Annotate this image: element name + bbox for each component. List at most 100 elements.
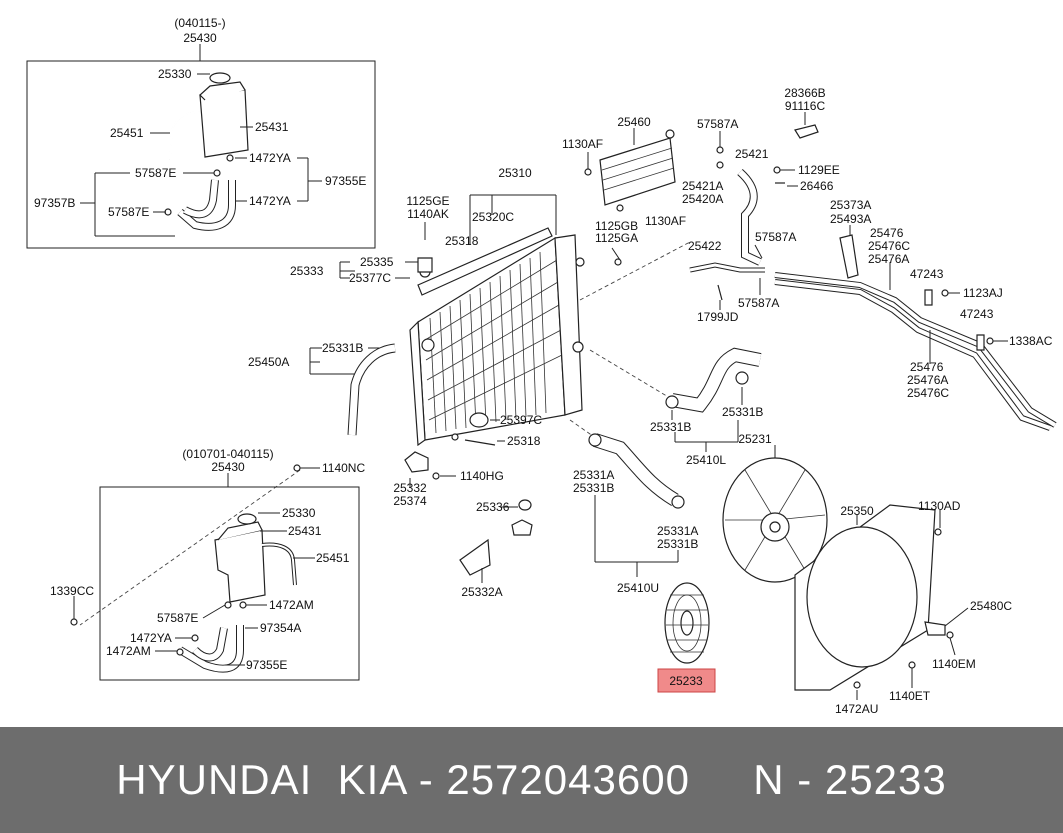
- label-top-25431: 25431: [255, 120, 289, 134]
- label-1125ge: 1125GE: [406, 194, 449, 208]
- label-bottom-25330: 25330: [282, 506, 316, 520]
- label-1125ga: 1125GA: [595, 231, 638, 245]
- label-25310: 25310: [498, 166, 532, 180]
- label-25420a: 25420A: [682, 192, 723, 206]
- parts-diagram: (040115-) 25430 25330 25451 25431 57587E…: [26, 16, 1057, 716]
- label-57587a-a: 57587A: [697, 117, 738, 131]
- label-47243-b: 47243: [960, 307, 994, 321]
- radiator-left-tank: [409, 320, 426, 447]
- reservoir-cap-top: [209, 72, 231, 84]
- label-97354a: 97354A: [260, 621, 301, 635]
- label-1140ak: 1140AK: [407, 207, 449, 221]
- label-25331a-b: 25331A: [657, 524, 698, 538]
- label-25373a: 25373A: [830, 198, 871, 212]
- label-bottom-97355e: 97355E: [246, 658, 287, 672]
- label-25331b-d: 25331B: [657, 537, 698, 551]
- label-1799jd: 1799JD: [697, 310, 739, 324]
- label-25476a: 25476A: [868, 252, 909, 266]
- label-25421: 25421: [735, 147, 769, 161]
- footer-banner: HYUNDAI KIA - 2572043600 N - 25233: [0, 727, 1063, 833]
- label-25480c: 25480C: [970, 599, 1012, 613]
- label-1472am-b: 1472AM: [106, 644, 151, 658]
- label-1338ac: 1338AC: [1009, 334, 1053, 348]
- radiator-assembly: 1125GE 1140AK 25310 25320C 25318 25335 2…: [248, 166, 585, 599]
- label-1140hg: 1140HG: [460, 469, 504, 483]
- label-25331b-b: 25331B: [722, 405, 763, 419]
- label-25331b-c: 25331B: [573, 481, 614, 495]
- label-25320c: 25320C: [472, 210, 514, 224]
- label-25331a-a: 25331A: [573, 468, 614, 482]
- label-top-97355e: 97355E: [325, 174, 366, 188]
- fan-assembly: 25231 25350 1130AD 25480C 1140EM 1140ET …: [657, 432, 1012, 716]
- oil-cooler: [599, 137, 676, 206]
- label-25410u: 25410U: [617, 581, 659, 595]
- label-25476c: 25476C: [868, 239, 910, 253]
- reservoir-inset-top: (040115-) 25430 25330 25451 25431 57587E…: [26, 16, 376, 249]
- label-25336: 25336: [476, 500, 510, 514]
- label-25410l: 25410L: [686, 453, 726, 467]
- label-25422: 25422: [688, 239, 722, 253]
- inset-frame-top: [26, 60, 376, 249]
- label-1140nc: 1140NC: [322, 461, 365, 475]
- label-25335: 25335: [360, 255, 394, 269]
- label-25231: 25231: [738, 432, 772, 446]
- reservoir-tank-bottom: [214, 529, 266, 603]
- label-25331b-left: 25331B: [322, 341, 363, 355]
- reservoir-inset-bottom: (010701-040115) 25430 1140NC 25330 25431…: [50, 447, 365, 681]
- label-bottom-25431: 25431: [288, 524, 322, 538]
- label-25331b-a: 25331B: [650, 420, 691, 434]
- label-25397c: 25397C: [500, 413, 542, 427]
- radiator-top-bracket: [417, 227, 553, 296]
- label-bottom-date: (010701-040115): [182, 447, 273, 461]
- label-91116c: 91116C: [785, 99, 826, 113]
- reservoir-cap-bottom: [237, 513, 257, 525]
- label-25333: 25333: [290, 264, 324, 278]
- label-top-25451: 25451: [110, 126, 144, 140]
- label-top-1472ya-a: 1472YA: [249, 151, 291, 165]
- label-1140et: 1140ET: [889, 689, 931, 703]
- label-25374: 25374: [393, 494, 427, 508]
- label-25350: 25350: [840, 504, 874, 518]
- label-25332: 25332: [393, 481, 427, 495]
- footer-caption: HYUNDAI KIA - 2572043600 N - 25233: [116, 756, 947, 803]
- label-25332a: 25332A: [461, 585, 502, 599]
- label-25476a-lower: 25476A: [907, 373, 948, 387]
- label-1339cc: 1339CC: [50, 584, 94, 598]
- reservoir-tank-top: [199, 89, 249, 158]
- inset-frame-bottom: [99, 486, 360, 681]
- label-1472am-a: 1472AM: [269, 598, 314, 612]
- label-top-57587e-b: 57587E: [108, 205, 149, 219]
- label-25450a: 25450A: [248, 355, 289, 369]
- label-25493a: 25493A: [830, 212, 871, 226]
- label-1123aj: 1123AJ: [963, 286, 1003, 300]
- label-1125gb: 1125GB: [595, 219, 638, 233]
- radiator-right-tank: [554, 234, 583, 416]
- label-1140em: 1140EM: [932, 657, 976, 671]
- label-1130af-a: 1130AF: [562, 137, 603, 151]
- label-1130ad: 1130AD: [918, 499, 961, 513]
- label-25377c: 25377C: [349, 271, 391, 285]
- label-top-date: (040115-): [174, 16, 225, 30]
- label-top-1472ya-b: 1472YA: [249, 194, 291, 208]
- label-47243-a: 47243: [910, 267, 944, 281]
- label-25476: 25476: [870, 226, 904, 240]
- label-25318: 25318: [445, 234, 479, 248]
- label-25233: 25233: [669, 674, 703, 688]
- label-bottom-25430: 25430: [211, 460, 245, 474]
- label-bottom-1472ya: 1472YA: [130, 631, 172, 645]
- label-1130af-b: 1130AF: [645, 214, 686, 228]
- label-top-57587e-a: 57587E: [135, 166, 176, 180]
- label-25460: 25460: [617, 115, 651, 129]
- label-26466: 26466: [800, 179, 834, 193]
- label-1129ee: 1129EE: [798, 163, 840, 177]
- label-top-25430: 25430: [183, 31, 217, 45]
- label-57587a-c: 57587A: [738, 296, 779, 310]
- label-25476c-lower: 25476C: [907, 386, 949, 400]
- label-25318-b: 25318: [507, 434, 541, 448]
- radiator-hoses: 25331B 25331B 25410L 25331A 25331B 25331…: [573, 347, 763, 595]
- label-top-97357b: 97357B: [34, 196, 75, 210]
- label-28366b: 28366B: [784, 86, 825, 100]
- label-25421a: 25421A: [682, 179, 723, 193]
- label-bottom-57587e: 57587E: [157, 611, 198, 625]
- label-bottom-25451: 25451: [316, 551, 350, 565]
